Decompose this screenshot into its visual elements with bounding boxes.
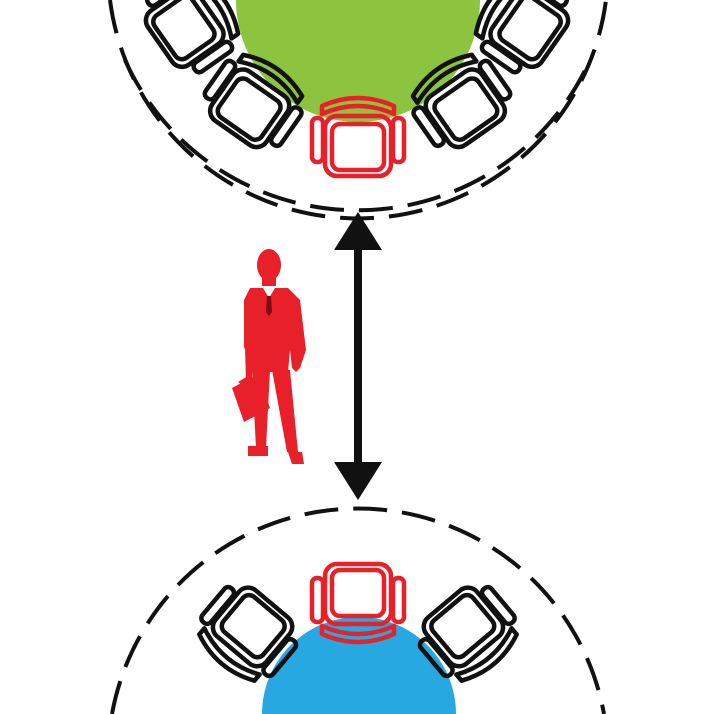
- bottom-table-group: [110, 506, 606, 714]
- bottom-table: [262, 617, 456, 714]
- double-headed-vertical-arrow-icon: [334, 212, 382, 500]
- businessman-with-briefcase-icon: [232, 249, 306, 464]
- top-table-group: [108, 0, 608, 221]
- bottom-clearance-arc: [110, 506, 606, 714]
- top-clearance-arc-outer: [123, 59, 592, 213]
- top-table: [236, 0, 480, 122]
